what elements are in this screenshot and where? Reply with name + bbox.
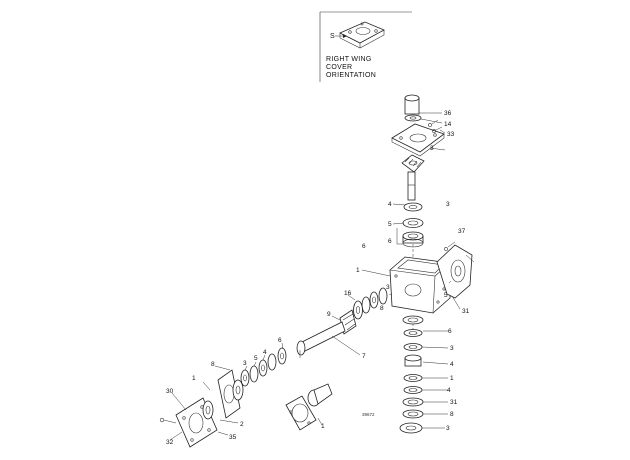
vertical-shaft [407, 171, 416, 201]
callout-2: 30 [166, 388, 174, 395]
orientation-inset: S RIGHT WING COVER ORIENTATION [319, 11, 412, 82]
top-cover-assembly [391, 94, 445, 262]
bottom-cap [399, 422, 423, 434]
callout-31: 31 [462, 308, 470, 315]
callout-1: 35 [229, 434, 237, 441]
inset-frame [319, 11, 412, 82]
inset-caption-line-2: COVER [326, 64, 352, 71]
callout-33: 33 [447, 131, 455, 138]
leader-lines [169, 112, 475, 441]
callout-6: 3 [430, 145, 434, 152]
callout-8: 31 [450, 399, 458, 406]
lower-vertical-stack [399, 315, 424, 434]
callout-1: 1 [450, 375, 454, 382]
callout-35: 32 [166, 439, 174, 446]
vent-washer [404, 114, 422, 122]
callout-32: 2 [240, 421, 244, 428]
callout-16: 3 [446, 425, 450, 432]
callout-9: 16 [344, 290, 352, 297]
horizontal-shaft-stack [159, 287, 393, 448]
callout-31: 4 [447, 387, 451, 394]
inset-caption-line-3: ORIENTATION [326, 72, 376, 79]
arrow-label: S [330, 33, 335, 40]
callout-14: 14 [444, 121, 452, 128]
upper-bearing [403, 202, 423, 212]
callout-7: 9 [327, 311, 331, 318]
callout-6: 7 [362, 353, 366, 360]
callout-3: 3 [446, 201, 450, 208]
callout-3: 8 [450, 411, 454, 418]
side-flange [436, 244, 473, 299]
callout-5: 4 [263, 349, 267, 356]
callout-4: 6 [278, 337, 282, 344]
callout-8: 8 [380, 305, 384, 312]
cover-icon [339, 21, 385, 49]
upper-seal [402, 218, 424, 228]
callout-5: 5 [388, 221, 392, 228]
callout-4: 4 [450, 361, 454, 368]
callout-4: 4 [388, 201, 392, 208]
callout-6: 6 [448, 328, 452, 335]
callout-3: 1 [321, 423, 325, 430]
callout-3: 3 [386, 284, 390, 291]
orientation-arrow: S [330, 33, 347, 40]
callout-36: 36 [444, 110, 452, 117]
callout-8: 3 [243, 360, 247, 367]
top-bevel-gear [401, 154, 425, 173]
callout-30: 1 [192, 375, 196, 382]
callout-1: 1 [356, 267, 360, 274]
output-hub [285, 383, 333, 431]
callout-3: 5 [254, 355, 258, 362]
shaft-flange [217, 369, 241, 419]
input-shaft [299, 321, 346, 353]
callout-1: 8 [211, 361, 215, 368]
callout-5: 5 [444, 292, 448, 299]
callout-37: 37 [458, 228, 466, 235]
figure-id: 39672 [362, 412, 375, 417]
callout-6: 6 [388, 238, 392, 245]
callout-labels: 36 14 33 4 3 5 6 37 1 3 5 31 8 6 3 4 1 4… [166, 110, 470, 446]
inset-caption-line-1: RIGHT WING [326, 56, 372, 63]
gearbox-housing [389, 241, 473, 314]
callout-3: 3 [450, 345, 454, 352]
callout-3: 6 [362, 243, 366, 250]
